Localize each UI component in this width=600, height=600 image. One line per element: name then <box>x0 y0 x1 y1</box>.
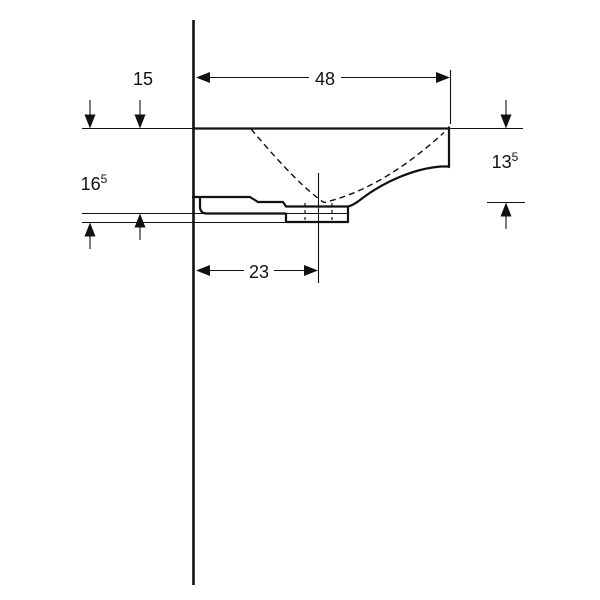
dimension-drain-offset: 23 <box>196 262 318 282</box>
dim-23-arrow-left <box>196 265 210 276</box>
dim-48-arrow-left <box>196 72 210 83</box>
dim-135-sup: 5 <box>512 150 519 164</box>
dim-135-arrow-down <box>500 114 512 129</box>
dim-165-sup: 5 <box>101 172 108 186</box>
dim-23-label: 23 <box>249 262 269 282</box>
basin-underside-curve <box>346 165 451 208</box>
dim-165-arrow-up <box>84 222 96 237</box>
dim-135-value: 13 <box>492 152 512 172</box>
extension-lines <box>82 70 525 224</box>
drain-trap-outline <box>191 195 350 224</box>
dim-165-arrow-down <box>84 114 96 129</box>
dim-15-arrow-up <box>134 213 146 228</box>
dim-48-label: 48 <box>315 69 335 89</box>
dim-15-label: 15 <box>133 69 153 89</box>
dim-165-label: 165 <box>81 172 108 194</box>
dim-135-arrow-up <box>500 202 512 217</box>
dim-135-label: 135 <box>492 150 519 172</box>
hidden-lines <box>250 128 445 220</box>
dimension-top-width: 48 <box>196 69 450 89</box>
dimension-right-height: 135 <box>492 100 519 229</box>
bowl-hidden-curve <box>250 128 445 204</box>
dim-15-arrow-down <box>134 114 146 129</box>
dim-48-arrow-right <box>436 72 450 83</box>
dim-165-value: 16 <box>81 174 101 194</box>
dimension-left-total-height: 165 <box>81 100 108 249</box>
dim-23-arrow-right <box>304 265 318 276</box>
basin-profile <box>191 126 451 224</box>
dimension-upper-left-height: 15 <box>133 69 153 240</box>
